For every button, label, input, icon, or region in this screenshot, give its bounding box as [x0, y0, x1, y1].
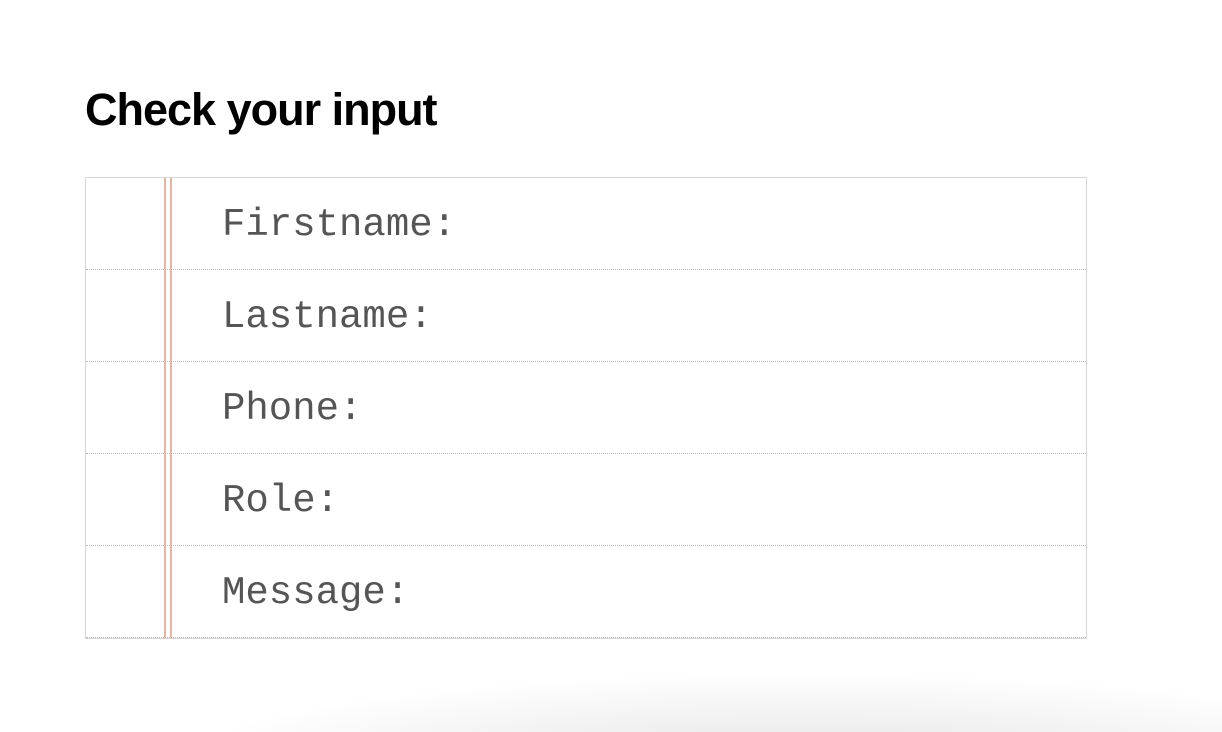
summary-row-lastname: Lastname:	[86, 270, 1086, 362]
summary-row-message: Message:	[86, 546, 1086, 638]
summary-row-firstname: Firstname:	[86, 178, 1086, 270]
summary-row-role: Role:	[86, 454, 1086, 546]
summary-row-phone: Phone:	[86, 362, 1086, 454]
margin-line	[164, 178, 166, 638]
firstname-label: Firstname:	[222, 203, 457, 247]
margin-line	[170, 178, 172, 638]
phone-label: Phone:	[222, 387, 363, 431]
message-label: Message:	[222, 571, 410, 615]
input-summary-card: Firstname: Lastname: Phone: Role: Messag…	[85, 177, 1087, 639]
page-shadow	[170, 672, 1222, 732]
page-title: Check your input	[85, 84, 438, 135]
lastname-label: Lastname:	[222, 295, 433, 339]
role-label: Role:	[222, 479, 340, 523]
